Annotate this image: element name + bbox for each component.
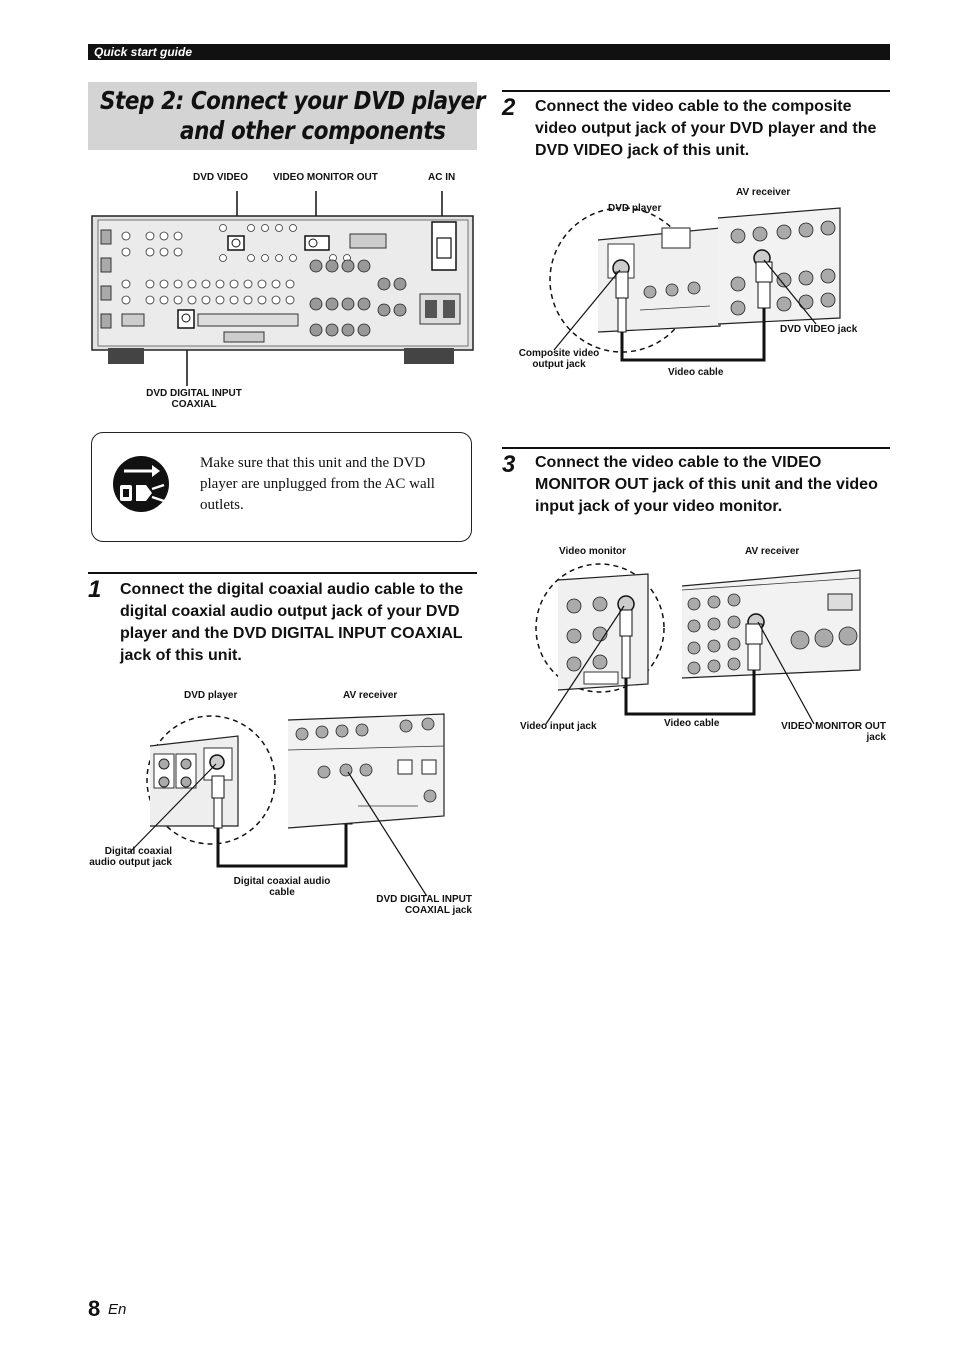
page-number: 8 xyxy=(88,1296,100,1322)
section-title: Quick start guide xyxy=(94,45,192,59)
page-language: En xyxy=(108,1301,126,1318)
step-1-number: 1 xyxy=(88,576,101,604)
caution-text: Make sure that this unit and the DVD pla… xyxy=(200,453,455,516)
title-line-2: and other components xyxy=(180,116,445,145)
label-video-monitor-out: VIDEO MONITOR OUT xyxy=(273,172,378,183)
step-3-label-video-monitor-out-jack: VIDEO MONITOR OUT jack xyxy=(766,721,886,743)
step-2-label-composite-output-jack: Composite video output jack xyxy=(508,348,610,370)
step-3-diagram xyxy=(510,560,870,740)
step-1-rule xyxy=(88,572,477,574)
step-2-rule xyxy=(502,90,890,92)
step-2-label-av-receiver: AV receiver xyxy=(736,187,790,198)
label-ac-in: AC IN xyxy=(428,172,455,183)
caution-note: Make sure that this unit and the DVD pla… xyxy=(91,432,472,542)
step-2-text: Connect the video cable to the composite… xyxy=(535,96,893,162)
step-1-label-av-receiver: AV receiver xyxy=(343,690,397,701)
step-1-label-dvd-digital-input-coaxial-jack: DVD DIGITAL INPUT COAXIAL jack xyxy=(360,894,472,916)
step-3-label-video-input-jack: Video input jack xyxy=(520,721,600,732)
header-bar: Quick start guide xyxy=(88,44,890,60)
step-3-label-av-receiver: AV receiver xyxy=(745,546,799,557)
step-2-number: 2 xyxy=(502,94,515,122)
step-3-rule xyxy=(502,447,890,449)
step-3-label-video-monitor: Video monitor xyxy=(559,546,626,557)
step-3-label-video-cable: Video cable xyxy=(664,718,719,729)
step-1-label-digital-coaxial-output-jack: Digital coaxial audio output jack xyxy=(88,846,172,868)
unplug-icon xyxy=(112,455,170,513)
rear-panel-illustration xyxy=(88,186,478,386)
title-line-1: Step 2: Connect your DVD player xyxy=(100,86,485,115)
step-1-label-dvd-player: DVD player xyxy=(184,690,237,701)
step-3-text: Connect the video cable to the VIDEO MON… xyxy=(535,452,893,518)
page-title: Step 2: Connect your DVD player and othe… xyxy=(88,82,477,150)
step-2-label-dvd-video-jack: DVD VIDEO jack xyxy=(780,324,857,335)
step-3-number: 3 xyxy=(502,451,515,479)
step-2-label-video-cable: Video cable xyxy=(668,367,723,378)
step-1-text: Connect the digital coaxial audio cable … xyxy=(120,579,480,667)
step-1-label-digital-coaxial-cable: Digital coaxial audio cable xyxy=(222,876,342,898)
label-dvd-digital-input-coaxial: DVD DIGITAL INPUT COAXIAL xyxy=(134,388,254,410)
label-dvd-video: DVD VIDEO xyxy=(193,172,248,183)
